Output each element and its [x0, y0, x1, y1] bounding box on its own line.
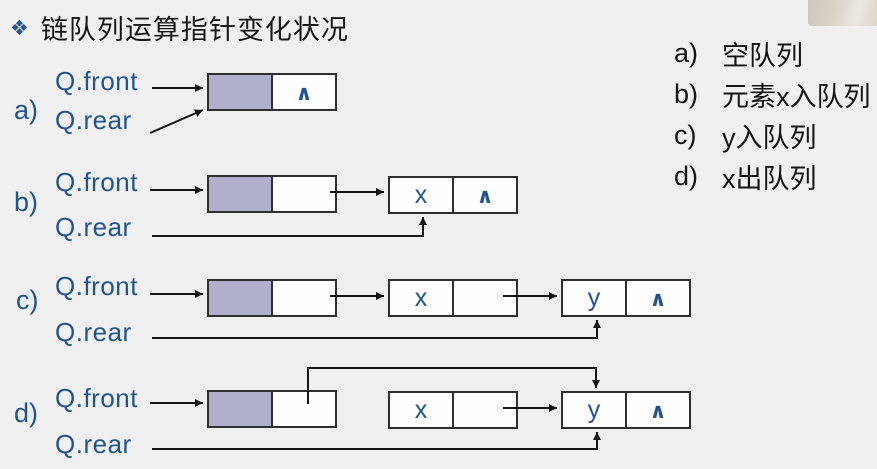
rear-arrow-a: [149, 109, 204, 134]
qfront-label-d: Q.front: [55, 383, 138, 413]
slide-title-row: ❖ 链队列运算指针变化状况: [10, 8, 349, 47]
legend-label: a): [674, 38, 699, 68]
head-node-d: [207, 390, 337, 428]
legend-text: x出队列: [722, 164, 817, 194]
row-label-d: d): [14, 398, 39, 428]
node-y-d: y ∧: [561, 391, 691, 429]
node-x-c: x: [388, 279, 518, 317]
legend-item-a: a) 空队列: [674, 33, 877, 74]
null-pointer-symbol: ∧: [649, 287, 667, 311]
y-data-cell: y: [563, 281, 627, 315]
head-next-cell: [273, 177, 335, 211]
legend-text: y入队列: [722, 123, 817, 153]
node-x-b: x ∧: [388, 176, 518, 214]
head-data-cell: [209, 177, 273, 211]
qrear-label-d: Q.rear: [55, 429, 132, 459]
x-next-cell: ∧: [454, 178, 516, 212]
qfront-label-a: Q.front: [55, 66, 138, 96]
null-pointer-symbol: ∧: [476, 184, 494, 208]
qrear-label-b: Q.rear: [55, 212, 132, 242]
qrear-label-a: Q.rear: [55, 105, 132, 135]
null-pointer-symbol: ∧: [295, 81, 313, 105]
qrear-label-c: Q.rear: [55, 317, 132, 347]
head-data-cell: [209, 75, 273, 109]
legend-label: d): [674, 161, 699, 191]
head-data-cell: [209, 392, 273, 426]
row-label-c: c): [16, 285, 39, 315]
legend-item-c: c) y入队列: [674, 115, 877, 156]
legend-item-b: b) 元素x入队列: [674, 74, 877, 115]
node-x-d: x: [388, 391, 518, 429]
x-next-cell: [454, 281, 516, 315]
legend-item-d: d) x出队列: [674, 156, 877, 197]
row-label-a: a): [14, 95, 39, 125]
photo-overlay: [808, 0, 877, 26]
legend-text: 空队列: [722, 41, 803, 71]
legend-label: b): [674, 79, 699, 109]
diamond-bullet-icon: ❖: [10, 17, 29, 40]
legend-label: c): [674, 120, 697, 150]
head-data-cell: [209, 281, 273, 315]
node-y-c: y ∧: [561, 279, 691, 317]
head-node-b: [207, 175, 337, 213]
qfront-label-c: Q.front: [55, 271, 138, 301]
x-data-cell: x: [390, 393, 454, 427]
legend-list: a) 空队列 b) 元素x入队列 c) y入队列 d) x出队列: [674, 33, 877, 197]
y-data-cell: y: [563, 393, 627, 427]
head-next-cell: [273, 392, 335, 426]
page-title: 链队列运算指针变化状况: [40, 15, 349, 45]
rear-arrow-d: [152, 432, 601, 450]
y-next-cell: ∧: [627, 393, 689, 427]
head-next-cell: ∧: [273, 75, 335, 109]
null-pointer-symbol: ∧: [649, 399, 667, 423]
rear-arrow-b: [152, 217, 427, 237]
head-node-a: ∧: [207, 73, 337, 111]
head-next-cell: [273, 281, 335, 315]
qfront-label-b: Q.front: [55, 167, 138, 197]
rear-arrow-c: [152, 320, 601, 339]
x-data-cell: x: [390, 178, 454, 212]
head-node-c: [207, 279, 337, 317]
y-next-cell: ∧: [627, 281, 689, 315]
legend-text: 元素x入队列: [722, 82, 871, 112]
x-next-cell: [454, 393, 516, 427]
x-data-cell: x: [390, 281, 454, 315]
row-label-b: b): [14, 187, 39, 217]
